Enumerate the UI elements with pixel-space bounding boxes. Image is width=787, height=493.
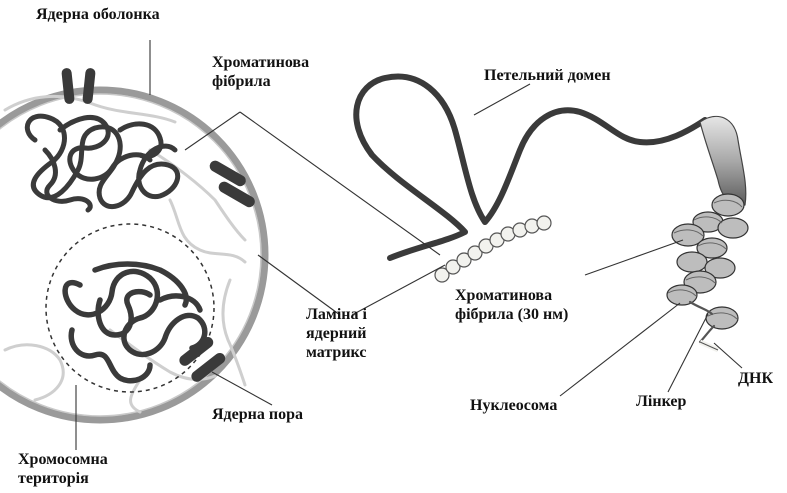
label-chromosome-territory: Хромосомна територія xyxy=(18,450,108,488)
label-nucleosome: Нуклеосома xyxy=(470,396,557,415)
label-chromatin-fibril: Хроматинова фібрила xyxy=(212,53,309,91)
leader-fibril-30nm xyxy=(585,240,683,275)
nucleus xyxy=(0,68,265,420)
label-chromatin-fibril-30nm: Хроматинова фібрила (30 нм) xyxy=(455,286,568,324)
label-nuclear-pore: Ядерна пора xyxy=(212,405,303,424)
nucleosome-stack xyxy=(667,194,748,329)
leader-loop-domain xyxy=(474,84,530,115)
label-loop-domain: Петельний домен xyxy=(484,66,611,85)
label-linker: Лінкер xyxy=(636,392,686,411)
leader-nucleosome xyxy=(560,303,680,396)
bead-chain xyxy=(435,216,551,282)
label-nuclear-envelope: Ядерна оболонка xyxy=(36,5,160,24)
leader-dna xyxy=(714,343,742,368)
label-dna: ДНК xyxy=(738,369,773,388)
leader-fibril-top-b xyxy=(240,112,440,255)
label-lamina-and-nuclear-matrix: Ламіна і ядерний матрикс xyxy=(306,305,367,362)
condensed-fibril xyxy=(700,116,746,206)
leader-linker xyxy=(668,314,708,392)
